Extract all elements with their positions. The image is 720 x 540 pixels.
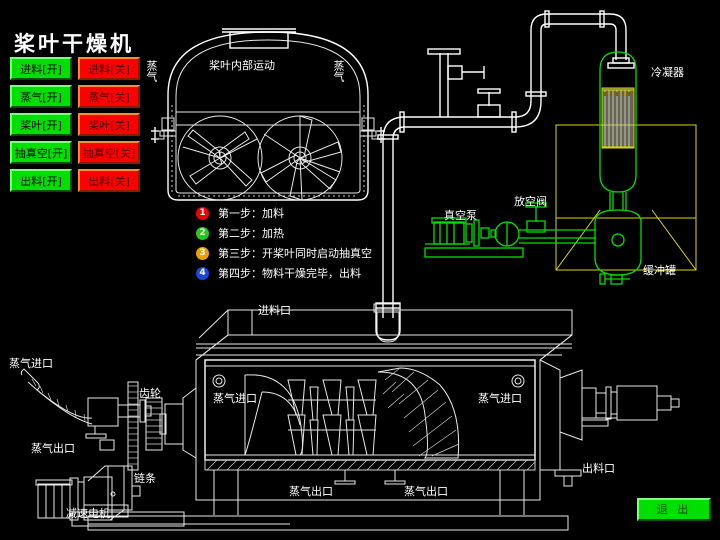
- exit-button[interactable]: 退 出: [637, 498, 711, 521]
- label-steam-outlet-1: 蒸气出口: [289, 485, 333, 498]
- label-gear: 齿轮: [139, 387, 161, 400]
- list-item: 1 第一步：加料: [196, 204, 372, 222]
- step-number-badge: 1: [196, 206, 209, 220]
- list-item: 2 第二步：加热: [196, 224, 372, 242]
- label-gear-motor: 减速电机: [66, 507, 110, 520]
- label-steam-inlet-1: 蒸气进口: [213, 392, 257, 405]
- step-label: 第一步：加料: [218, 207, 284, 220]
- left-drive-train: [20, 368, 197, 527]
- label-steam-left-top: 蒸气: [145, 60, 158, 82]
- step-number-badge: 4: [196, 266, 209, 280]
- button-feed-close[interactable]: 进料[关]: [78, 57, 140, 80]
- label-steam-right-top: 蒸气: [332, 60, 345, 82]
- label-buffer-tank: 缓冲罐: [643, 264, 676, 277]
- button-feed-open[interactable]: 进料[开]: [10, 57, 72, 80]
- page-title: 桨叶干燥机: [14, 32, 134, 56]
- button-steam-open[interactable]: 蒸气[开]: [10, 85, 72, 108]
- main-dryer-assembly: [87, 303, 582, 531]
- label-steam-outlet-outer: 蒸气出口: [31, 442, 75, 455]
- label-paddle-motion: 桨叶内部运动: [209, 59, 275, 72]
- button-discharge-close[interactable]: 出料[关]: [78, 169, 140, 192]
- list-item: 4 第四步：物料干燥完毕，出料: [196, 264, 372, 282]
- step-label: 第二步：加热: [218, 227, 284, 240]
- control-button-panel: 进料[开] 进料[关] 蒸气[开] 蒸气[关] 桨叶[开] 桨叶[关] 抽真空[…: [10, 57, 140, 192]
- process-step-list: 1 第一步：加料 2 第二步：加热 3 第三步：开桨叶同时启动抽真空 4 第四步…: [196, 204, 372, 284]
- button-steam-close[interactable]: 蒸气[关]: [78, 85, 140, 108]
- step-number-badge: 2: [196, 226, 209, 240]
- button-vacuum-close[interactable]: 抽真空[关]: [78, 141, 140, 164]
- paddle-dryer-cross-section: [151, 28, 385, 201]
- button-vacuum-open[interactable]: 抽真空[开]: [10, 141, 72, 164]
- button-discharge-open[interactable]: 出料[开]: [10, 169, 72, 192]
- vacuum-pump-skid: [424, 202, 596, 258]
- button-paddle-open[interactable]: 桨叶[开]: [10, 113, 72, 136]
- list-item: 3 第三步：开桨叶同时启动抽真空: [196, 244, 372, 262]
- right-shaft-assembly: [559, 369, 680, 441]
- label-vacuum-pump: 真空泵: [444, 209, 477, 222]
- label-feed-inlet: 进料口: [258, 304, 291, 317]
- label-steam-inlet-outer: 蒸气进口: [9, 357, 53, 370]
- label-steam-outlet-2: 蒸气出口: [404, 485, 448, 498]
- button-paddle-close[interactable]: 桨叶[关]: [78, 113, 140, 136]
- step-number-badge: 3: [196, 246, 209, 260]
- condenser-unit: [555, 51, 697, 285]
- step-label: 第四步：物料干燥完毕，出料: [218, 267, 361, 280]
- label-condenser: 冷凝器: [651, 66, 684, 79]
- step-label: 第三步：开桨叶同时启动抽真空: [218, 247, 372, 260]
- label-chain: 链条: [134, 472, 156, 485]
- label-steam-inlet-2: 蒸气进口: [478, 392, 522, 405]
- label-vent-valve: 放空阀: [514, 195, 547, 208]
- vapor-pipe-network: [375, 10, 635, 341]
- label-discharge-port: 出料口: [582, 462, 615, 475]
